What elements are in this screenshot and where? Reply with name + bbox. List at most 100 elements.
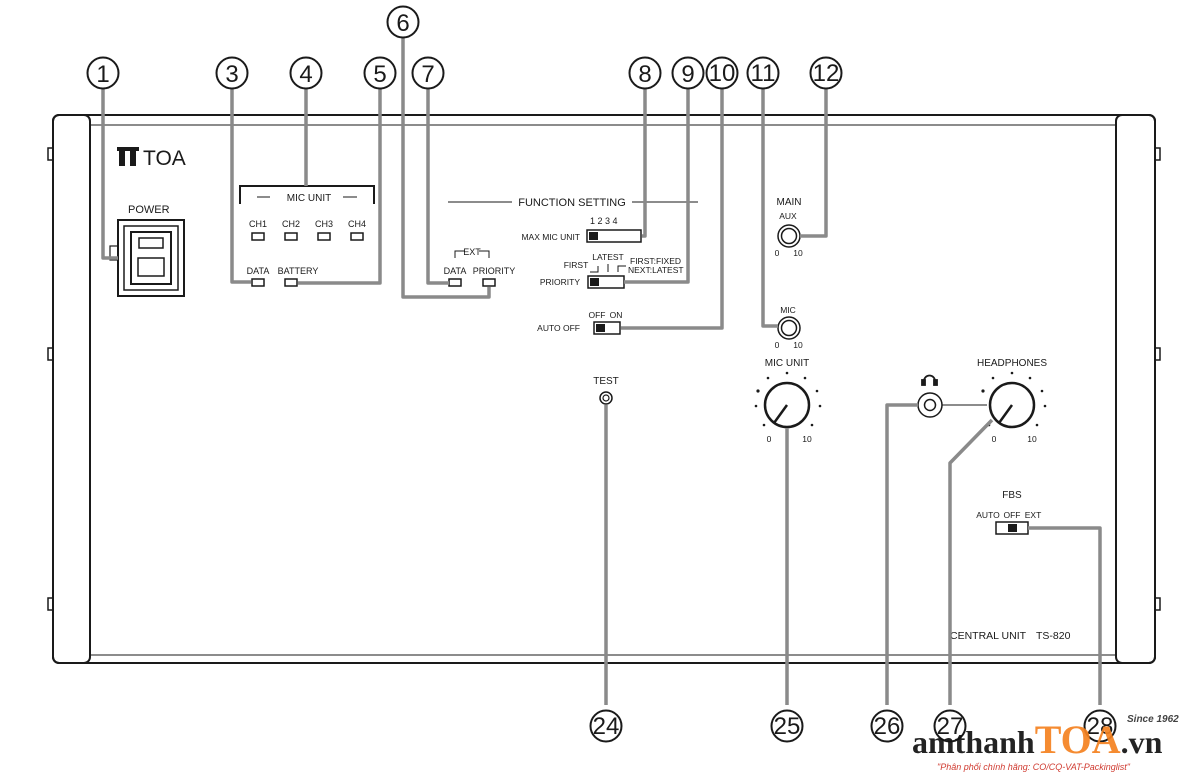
- data-led: [251, 278, 265, 287]
- watermark-brand-suffix: .vn: [1121, 724, 1163, 760]
- max-mic-unit-label: MAX MIC UNIT: [521, 232, 580, 242]
- priority-switch[interactable]: [587, 275, 625, 289]
- priority-next-latest-label: NEXT:LATEST: [628, 265, 684, 275]
- mic-unit-volume-scale-dots: [754, 371, 822, 427]
- auto-off-on-label: ON: [610, 310, 623, 320]
- svg-text:11: 11: [751, 60, 776, 87]
- mic-unit-volume-label: MIC UNIT: [765, 358, 809, 369]
- callout-12: 12: [809, 56, 843, 90]
- svg-text:28: 28: [1087, 713, 1114, 740]
- callout-25: 25: [770, 709, 804, 743]
- watermark-brand-mark: TOA: [1035, 717, 1121, 762]
- model-label-text: CENTRAL UNIT: [950, 630, 1027, 642]
- svg-text:24: 24: [593, 713, 620, 740]
- mic-unit-led-group: MIC UNIT CH1 CH2 CH3 CH4 DATA BATTERY: [239, 185, 375, 287]
- headphones-group: HEADPHONES 0 10: [917, 358, 1047, 444]
- auto-off-off-label: OFF: [589, 310, 606, 320]
- ext-data-led: [448, 278, 462, 287]
- model-number-text: TS-820: [1036, 630, 1071, 642]
- test-group: TEST: [593, 376, 619, 405]
- callout-11: 11: [746, 56, 780, 90]
- mic-unit-volume-min: 0: [767, 434, 772, 444]
- aux-max-label: 10: [793, 248, 803, 258]
- main-trim-group: MAIN AUX 0 10 MIC 0 10: [775, 197, 803, 350]
- headphones-volume-knob[interactable]: [988, 381, 1036, 429]
- watermark-since: Since 1962: [1127, 714, 1179, 725]
- fbs-ext-label: EXT: [1025, 510, 1042, 520]
- svg-text:9: 9: [681, 61, 694, 88]
- mic-unit-volume-group: MIC UNIT 0 10: [754, 358, 822, 444]
- mic-trim-max-label: 10: [793, 340, 803, 350]
- chassis: [47, 114, 1161, 664]
- svg-text:4: 4: [299, 61, 312, 88]
- svg-text:27: 27: [937, 713, 964, 740]
- svg-text:6: 6: [396, 10, 409, 37]
- callout-3: 3: [215, 56, 249, 90]
- max-mic-unit-switch[interactable]: [586, 229, 642, 243]
- power-switch[interactable]: POWER: [109, 204, 185, 297]
- ext-priority-led: [482, 278, 496, 287]
- mic-trim-knob[interactable]: [777, 316, 801, 340]
- function-setting-title: FUNCTION SETTING: [518, 197, 626, 209]
- aux-label: AUX: [779, 211, 797, 221]
- battery-led-label: BATTERY: [278, 266, 319, 276]
- svg-text:26: 26: [874, 713, 901, 740]
- headphones-icon: [921, 374, 938, 386]
- ext-led-group: EXT DATA PRIORITY: [444, 247, 516, 287]
- headphones-volume-min: 0: [992, 434, 997, 444]
- headphones-volume-max: 10: [1027, 434, 1037, 444]
- main-title: MAIN: [777, 197, 802, 208]
- svg-text:12: 12: [813, 60, 840, 87]
- brand-logo-text: TOA: [143, 147, 186, 170]
- power-label: POWER: [128, 204, 170, 216]
- mic-trim-label: MIC: [780, 305, 796, 315]
- mic-trim-min-label: 0: [775, 340, 780, 350]
- ch4-led: [350, 232, 364, 241]
- test-label: TEST: [593, 376, 619, 387]
- ch3-led: [317, 232, 331, 241]
- model-label: CENTRAL UNIT TS-820: [950, 630, 1071, 642]
- callout-24: 24: [589, 709, 623, 743]
- svg-text:7: 7: [421, 61, 434, 88]
- watermark-brand-prefix: amthanh: [912, 724, 1035, 760]
- ch2-led: [284, 232, 298, 241]
- watermark-tagline: "Phân phối chính hãng: CO/CQ-VAT-Packing…: [937, 762, 1131, 772]
- callout-10: 10: [705, 56, 739, 90]
- right-rack-ear: [1115, 114, 1156, 664]
- data-led-label: DATA: [247, 266, 270, 276]
- headphones-label: HEADPHONES: [977, 358, 1047, 369]
- ext-priority-label: PRIORITY: [473, 266, 516, 276]
- callout-5: 5: [363, 56, 397, 90]
- svg-text:25: 25: [774, 713, 801, 740]
- svg-text:10: 10: [709, 60, 736, 87]
- ch3-label: CH3: [315, 219, 333, 229]
- test-button[interactable]: [599, 391, 613, 405]
- svg-text:8: 8: [638, 61, 651, 88]
- svg-text:3: 3: [225, 61, 238, 88]
- callout-27: 27: [933, 709, 967, 743]
- callout-26: 26: [870, 709, 904, 743]
- callout-7: 7: [411, 56, 445, 90]
- ch1-label: CH1: [249, 219, 267, 229]
- callout-1: 1: [86, 56, 120, 90]
- callout-6: 6: [386, 5, 420, 39]
- fbs-off-label: OFF: [1004, 510, 1021, 520]
- headphones-jack[interactable]: [917, 392, 943, 418]
- callout-8: 8: [628, 56, 662, 90]
- priority-first-fixed-label: FIRST:FIXED: [630, 256, 681, 266]
- toa-logo: TOA: [117, 147, 186, 170]
- battery-led: [284, 278, 298, 287]
- callout-9: 9: [671, 56, 705, 90]
- mic-unit-volume-knob[interactable]: [763, 381, 811, 429]
- aux-trim-knob[interactable]: [777, 224, 801, 248]
- callout-28: 28: [1083, 709, 1117, 743]
- left-rack-ear: [52, 114, 91, 664]
- ch1-led: [251, 232, 265, 241]
- mic-unit-led-title: MIC UNIT: [287, 193, 331, 204]
- svg-text:5: 5: [373, 61, 386, 88]
- fbs-switch[interactable]: [995, 521, 1029, 535]
- max-mic-unit-positions: 1 2 3 4: [590, 216, 618, 226]
- auto-off-switch[interactable]: [593, 321, 621, 335]
- ch2-label: CH2: [282, 219, 300, 229]
